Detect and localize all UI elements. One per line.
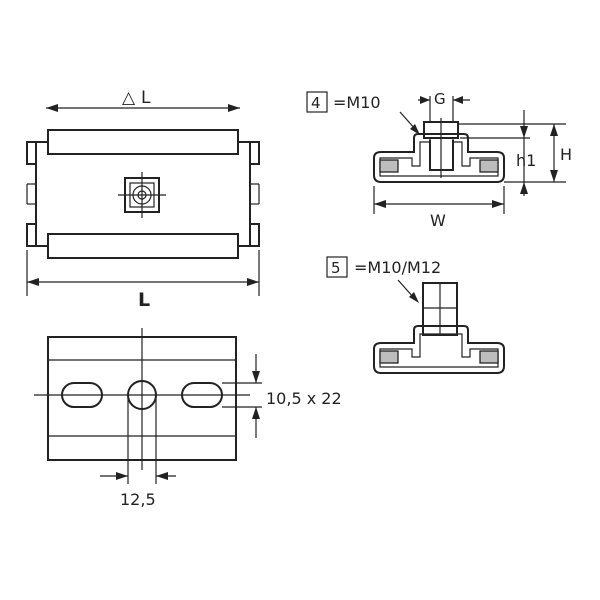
rail-profile-4 <box>373 133 505 183</box>
clamp-body <box>35 141 251 247</box>
bolt-icon <box>118 172 166 218</box>
slot-size-label: 10,5 x 22 <box>266 389 342 408</box>
length-dimension: L <box>26 250 260 311</box>
tab-right-bottom <box>249 223 260 247</box>
h1-label: h1 <box>516 151 536 170</box>
H-label: H <box>560 145 572 164</box>
pad-right-4 <box>479 159 499 173</box>
tab-right-top <box>249 141 260 165</box>
top-rail <box>47 129 239 155</box>
length-label: L <box>138 289 150 311</box>
callout-5-box <box>326 256 348 278</box>
pad-left-4 <box>379 159 399 173</box>
slot-pitch-label: 12,5 <box>120 490 156 509</box>
slot-pitch-dimension: 12,5 <box>100 395 176 509</box>
callout-4-number: 4 <box>311 94 321 112</box>
delta-symbol: △ <box>122 88 136 108</box>
plan-view: △ L <box>26 88 260 311</box>
tab-left-bottom <box>26 223 37 247</box>
pad-left-5 <box>379 350 399 364</box>
base-plate-view: 10,5 x 22 12,5 <box>34 328 342 509</box>
pad-right-5 <box>479 350 499 364</box>
bottom-rail <box>47 233 239 259</box>
rail-profile-inner-5 <box>379 333 499 368</box>
slot-size-dimension: 10,5 x 22 <box>222 354 342 438</box>
section-5-view: 5 =M10/M12 <box>326 256 505 374</box>
rail-profile-inner-4 <box>379 141 499 177</box>
width-label: W <box>430 211 446 230</box>
height-dimensions: h1 H <box>458 110 572 196</box>
rail-profile-5 <box>373 325 505 374</box>
gap-label: G <box>434 90 446 108</box>
tab-left-top <box>26 141 37 165</box>
delta-l-dimension: △ L <box>46 88 240 112</box>
delta-l-label: L <box>141 88 151 108</box>
section-4-view: 4 =M10 G <box>306 90 572 230</box>
callout-5-text: =M10/M12 <box>354 258 441 277</box>
callout-4-text: =M10 <box>333 93 381 112</box>
callout-5-number: 5 <box>331 259 341 277</box>
width-dimension: W <box>373 186 505 230</box>
callout-4-box <box>306 91 328 113</box>
